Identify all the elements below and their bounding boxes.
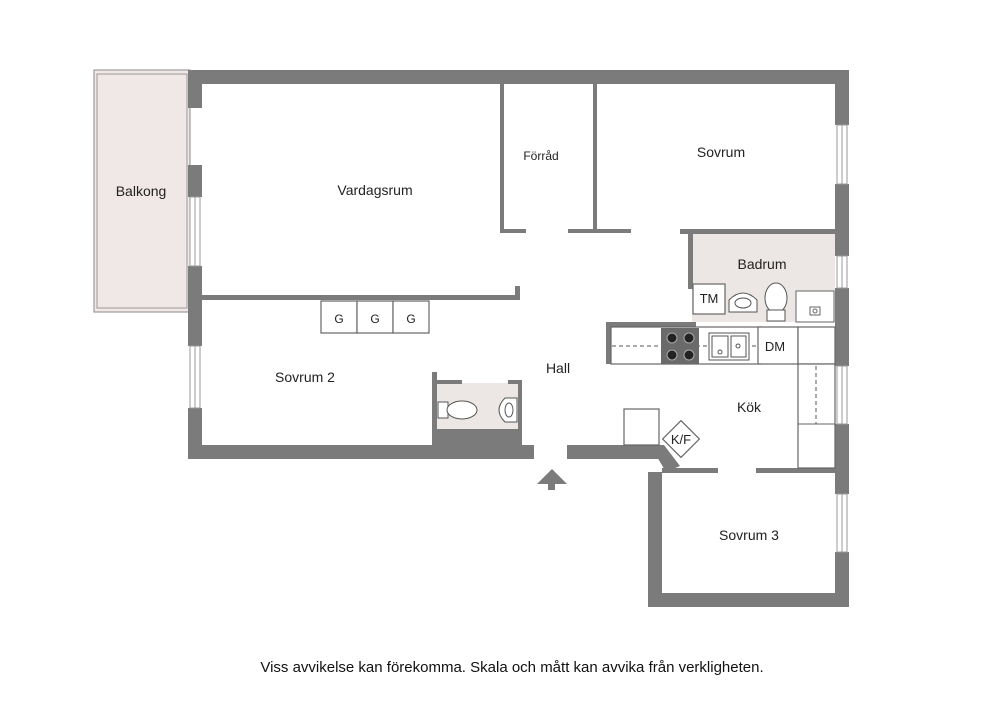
tm-box	[692, 283, 726, 315]
entrance-arrow-icon	[537, 469, 567, 490]
counter-end	[797, 326, 836, 365]
wc-toilet-icon	[437, 400, 478, 420]
room-label-forrad: Förråd	[523, 149, 558, 163]
washbasin-icon	[728, 292, 758, 313]
bathroom-toilet-icon	[764, 282, 788, 322]
wall-right-1	[835, 70, 849, 125]
wardrobe-label-3: G	[406, 312, 415, 326]
wall-kok-bottom-b	[756, 468, 835, 473]
wall-kitchen-side	[606, 322, 611, 364]
wc-basin-icon	[498, 397, 518, 423]
room-label-badrum: Badrum	[737, 256, 786, 272]
kitchen-cabinet	[623, 408, 660, 446]
wall-right-4	[835, 424, 849, 494]
wall-diagonal	[650, 445, 680, 472]
room-label-balkong: Balkong	[116, 183, 167, 199]
wall-toilet-top-a	[432, 380, 462, 384]
wall-kok-bottom-a	[662, 468, 718, 473]
wardrobe-1	[320, 300, 358, 334]
walls	[188, 70, 849, 607]
kf-label: K/F	[671, 432, 691, 447]
wall-kitchen-top	[606, 322, 696, 327]
wall-toilet-right	[518, 380, 522, 430]
kitchen-sink-icon	[708, 332, 750, 361]
wall-forrad-bottom	[500, 229, 526, 233]
wall-bottom-right	[648, 593, 849, 607]
wall-left-mid	[188, 165, 202, 197]
wall-forrad-left	[500, 84, 504, 231]
wardrobe-2	[356, 300, 394, 334]
wall-left-mid2	[188, 266, 202, 346]
wall-right-2	[835, 184, 849, 256]
room-label-hall: Hall	[546, 360, 570, 376]
tm-label: TM	[700, 291, 719, 306]
room-label-vardagsrum: Vardagsrum	[337, 182, 412, 198]
wall-vardagsrum-stub	[515, 286, 520, 300]
wall-badrum-left	[688, 234, 693, 289]
room-label-kok: Kök	[737, 399, 762, 415]
wall-left-upper	[188, 70, 202, 108]
fridge-freezer-box	[661, 419, 701, 459]
balcony-area	[93, 69, 191, 313]
window-glass-lines	[194, 125, 843, 552]
disclaimer-note: Viss avvikelse kan förekomma. Skala och …	[260, 659, 763, 676]
room-label-sovrum3: Sovrum 3	[719, 527, 779, 543]
counter-dm	[757, 326, 799, 365]
wall-vardagsrum-bottom	[202, 295, 520, 300]
stove-icon	[661, 328, 699, 364]
wall-forrad-right	[593, 84, 597, 231]
wall-toilet-top-b	[508, 380, 522, 384]
wall-forrad-bottom2	[568, 229, 631, 233]
wall-right-3	[835, 288, 849, 366]
room-label-sovrum: Sovrum	[697, 144, 745, 160]
wall-toilet-top	[432, 372, 437, 448]
wardrobe-label-1: G	[334, 312, 343, 326]
shower-icon	[795, 290, 835, 323]
wall-bottom-mid	[567, 445, 664, 459]
balcony-railing	[96, 73, 188, 309]
dm-label: DM	[765, 339, 785, 354]
wall-toilet-bottom	[432, 429, 522, 445]
wall-bottom-left	[188, 445, 534, 459]
wardrobes	[320, 300, 430, 334]
wardrobe-label-2: G	[370, 312, 379, 326]
wall-sovrum3-left	[648, 472, 662, 607]
room-label-sovrum2: Sovrum 2	[275, 369, 335, 385]
wardrobe-3	[392, 300, 430, 334]
wall-top	[188, 70, 849, 84]
wall-sovrum-bottom	[680, 229, 835, 234]
